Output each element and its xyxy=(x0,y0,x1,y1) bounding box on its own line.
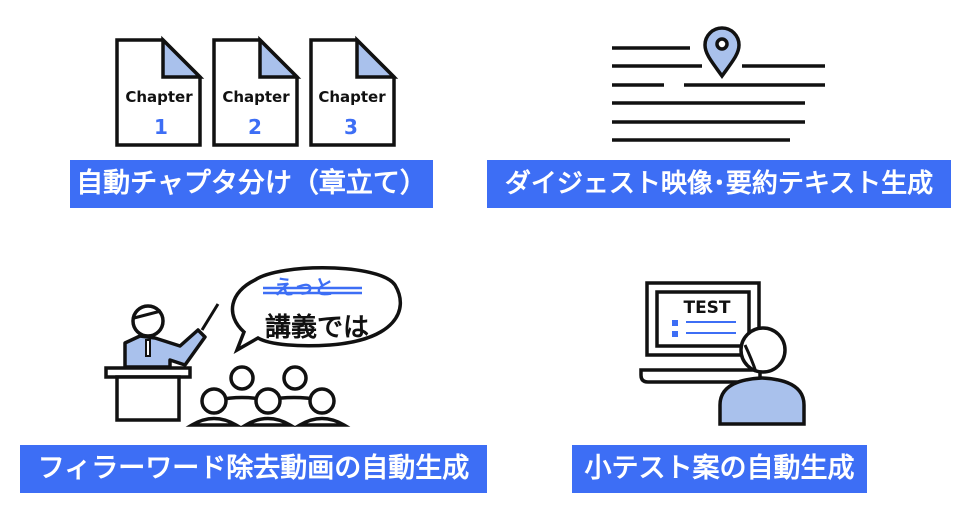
chapter-title: Chapter xyxy=(222,88,290,106)
map-pin-text-icon xyxy=(612,26,825,142)
speech-text: 講義では xyxy=(265,312,369,343)
chapter-document-1 xyxy=(115,35,205,147)
test-title: TEST xyxy=(683,298,730,318)
podium-body xyxy=(115,375,181,422)
student-body xyxy=(718,376,806,426)
chapter-document-2 xyxy=(212,35,302,147)
chapter-number: 2 xyxy=(248,115,262,139)
feature-label-digest-summary: ダイジェスト映像･要約テキスト生成 xyxy=(487,160,951,208)
laptop-base xyxy=(639,368,762,384)
chapter-number: 1 xyxy=(154,115,168,139)
feature-label-auto-chapter: 自動チャプタ分け（章立て） xyxy=(70,160,433,208)
lecturer-body xyxy=(123,328,207,369)
feature-label-quiz-generation: 小テスト案の自動生成 xyxy=(572,445,867,493)
feature-label-filler-removal: フィラーワード除去動画の自動生成 xyxy=(20,445,487,493)
pointer-stick-icon xyxy=(200,303,220,331)
chapter-number: 3 xyxy=(344,115,358,139)
chapter-documents-icon xyxy=(115,35,399,147)
lecture-icon xyxy=(104,266,403,427)
test-laptop-icon xyxy=(639,281,806,426)
audience-icon xyxy=(185,365,351,427)
map-pin-icon xyxy=(703,26,741,80)
chapter-title: Chapter xyxy=(318,88,386,106)
chapter-title: Chapter xyxy=(125,88,193,106)
chapter-document-3 xyxy=(309,35,399,147)
